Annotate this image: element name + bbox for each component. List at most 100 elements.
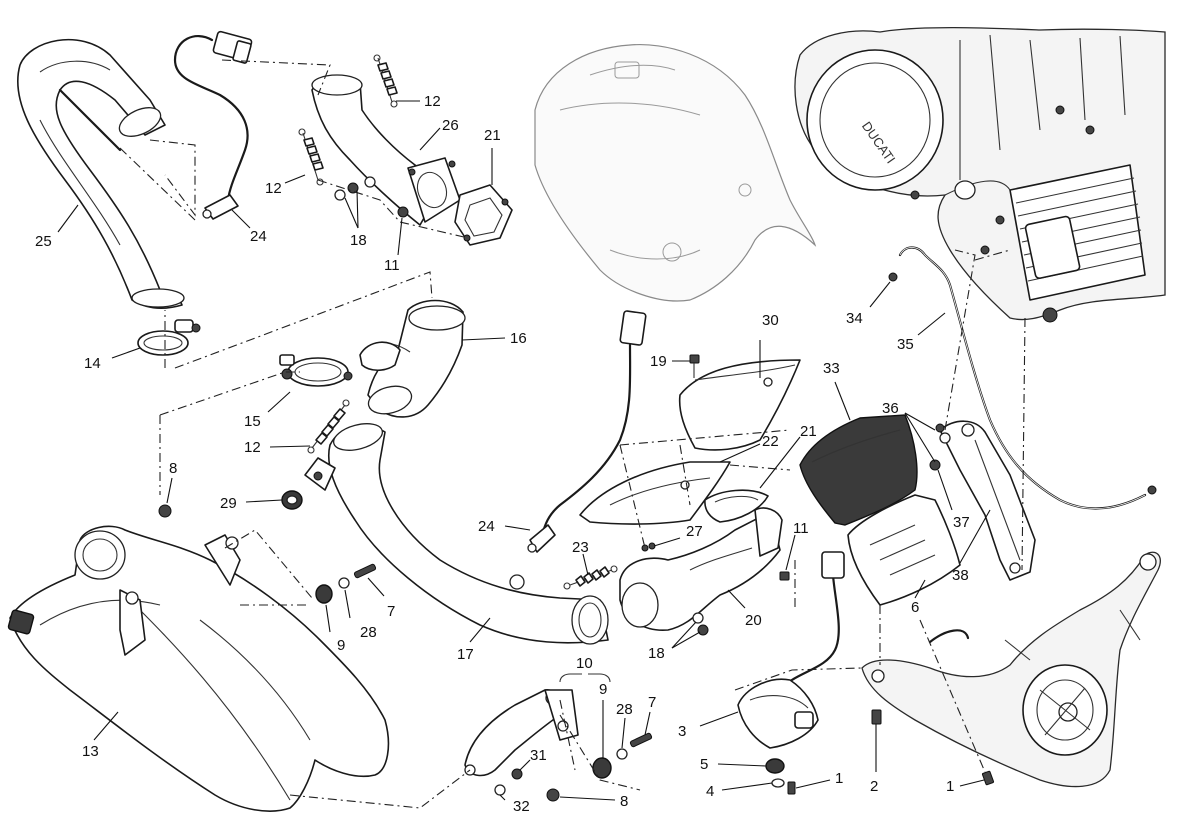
callout-5: 5 bbox=[700, 756, 708, 773]
screw-1-right bbox=[981, 770, 995, 786]
lambda-sensor-24-lower bbox=[527, 310, 647, 553]
callout-1: 1 bbox=[946, 778, 954, 795]
gasket-21-lower bbox=[704, 489, 769, 523]
tank-cover-outline bbox=[534, 43, 817, 302]
spring-23 bbox=[563, 565, 618, 590]
callout-12: 12 bbox=[424, 93, 441, 110]
callout-36: 36 bbox=[882, 400, 899, 417]
callout-27: 27 bbox=[686, 523, 703, 540]
callout-37: 37 bbox=[953, 514, 970, 531]
callout-3: 3 bbox=[678, 723, 686, 740]
clamp-15 bbox=[279, 354, 353, 387]
callout-8: 8 bbox=[169, 460, 177, 477]
exhaust-valve-servo-3 bbox=[737, 551, 845, 749]
callout-35: 35 bbox=[897, 336, 914, 353]
washer-36 bbox=[935, 423, 951, 444]
callout-4: 4 bbox=[706, 783, 714, 800]
rubber-5 bbox=[765, 758, 785, 774]
callout-8: 8 bbox=[620, 793, 628, 810]
nut-11-lower bbox=[779, 571, 790, 581]
callout-16: 16 bbox=[510, 330, 527, 347]
callout-24: 24 bbox=[478, 518, 495, 535]
engine-block: DUCATI bbox=[794, 26, 1166, 323]
callout-10: 10 bbox=[576, 655, 593, 672]
callout-23: 23 bbox=[572, 539, 589, 556]
callout-1: 1 bbox=[835, 770, 843, 787]
nuts-27 bbox=[641, 542, 656, 552]
nuts-18-upper bbox=[334, 176, 376, 201]
callout-13: 13 bbox=[82, 743, 99, 760]
nut-8-upper bbox=[158, 504, 172, 518]
callout-9: 9 bbox=[599, 681, 607, 698]
callout-31: 31 bbox=[530, 747, 547, 764]
spring-12-upper-a bbox=[373, 54, 398, 108]
screw-2 bbox=[871, 709, 882, 725]
washer-28-lower bbox=[616, 748, 628, 760]
elbow-pipe-26 bbox=[311, 74, 461, 226]
callout-12: 12 bbox=[244, 439, 261, 456]
callout-28: 28 bbox=[616, 701, 633, 718]
callout-12: 12 bbox=[265, 180, 282, 197]
clamp-14 bbox=[137, 319, 201, 356]
callout-24: 24 bbox=[250, 228, 267, 245]
washer-32 bbox=[494, 784, 506, 796]
bolt-7-upper bbox=[353, 563, 377, 579]
callout-19: 19 bbox=[650, 353, 667, 370]
exhaust-pipe-17 bbox=[304, 423, 609, 645]
spring-12-middle bbox=[307, 399, 350, 454]
screw-1-center bbox=[787, 781, 796, 795]
callout-20: 20 bbox=[745, 612, 762, 629]
nut-37 bbox=[929, 459, 941, 471]
screw-19 bbox=[689, 354, 700, 378]
callout-29: 29 bbox=[220, 495, 237, 512]
spring-12-upper-b bbox=[298, 128, 324, 186]
gasket-21-upper bbox=[454, 184, 513, 246]
rubber-9-lower bbox=[592, 757, 612, 779]
callout-6: 6 bbox=[911, 599, 919, 616]
rubber-9-upper bbox=[315, 584, 333, 604]
bracket-38 bbox=[939, 420, 1036, 581]
washer-4 bbox=[771, 778, 785, 788]
callout-34: 34 bbox=[846, 310, 863, 327]
callout-21: 21 bbox=[800, 423, 817, 440]
callout-33: 33 bbox=[823, 360, 840, 377]
callout-14: 14 bbox=[84, 355, 101, 372]
callout-17: 17 bbox=[457, 646, 474, 663]
nuts-18-lower bbox=[692, 612, 709, 636]
heat-shield-30 bbox=[678, 359, 801, 451]
lambda-sensor-24-upper bbox=[58, 30, 253, 220]
callout-18: 18 bbox=[350, 232, 367, 249]
callout-25: 25 bbox=[35, 233, 52, 250]
bolt-7-lower bbox=[629, 732, 653, 748]
nut-8-lower bbox=[546, 788, 560, 802]
callout-15: 15 bbox=[244, 413, 261, 430]
tube-35 bbox=[898, 246, 1157, 510]
callout-30: 30 bbox=[762, 312, 779, 329]
callouts: 12 26 21 12 25 24 18 11 14 16 15 12 8 29… bbox=[35, 93, 991, 815]
clip-part bbox=[928, 629, 970, 644]
alignment-lines bbox=[119, 59, 1026, 809]
heat-shield-22 bbox=[579, 461, 731, 525]
hanger-bracket-10 bbox=[464, 689, 579, 777]
rear-subframe bbox=[861, 551, 1161, 788]
front-pipe-20 bbox=[619, 507, 783, 631]
callout-18: 18 bbox=[648, 645, 665, 662]
nut-34 bbox=[888, 272, 898, 282]
callout-22: 22 bbox=[762, 433, 779, 450]
silencer-13 bbox=[7, 525, 390, 812]
washer-28-upper bbox=[338, 577, 350, 589]
grommet-29 bbox=[281, 490, 303, 510]
callout-11: 11 bbox=[793, 520, 809, 537]
callout-21: 21 bbox=[484, 127, 501, 144]
callout-7: 7 bbox=[387, 603, 395, 620]
exhaust-pipe-25 bbox=[16, 38, 185, 310]
oil-cooler bbox=[1009, 164, 1146, 301]
nut-11-upper bbox=[397, 206, 409, 218]
nut-31 bbox=[511, 768, 523, 780]
heat-shield-33 bbox=[799, 414, 918, 526]
callout-7: 7 bbox=[648, 694, 656, 711]
callout-28: 28 bbox=[360, 624, 377, 641]
callout-32: 32 bbox=[513, 798, 530, 815]
callout-2: 2 bbox=[870, 778, 878, 795]
